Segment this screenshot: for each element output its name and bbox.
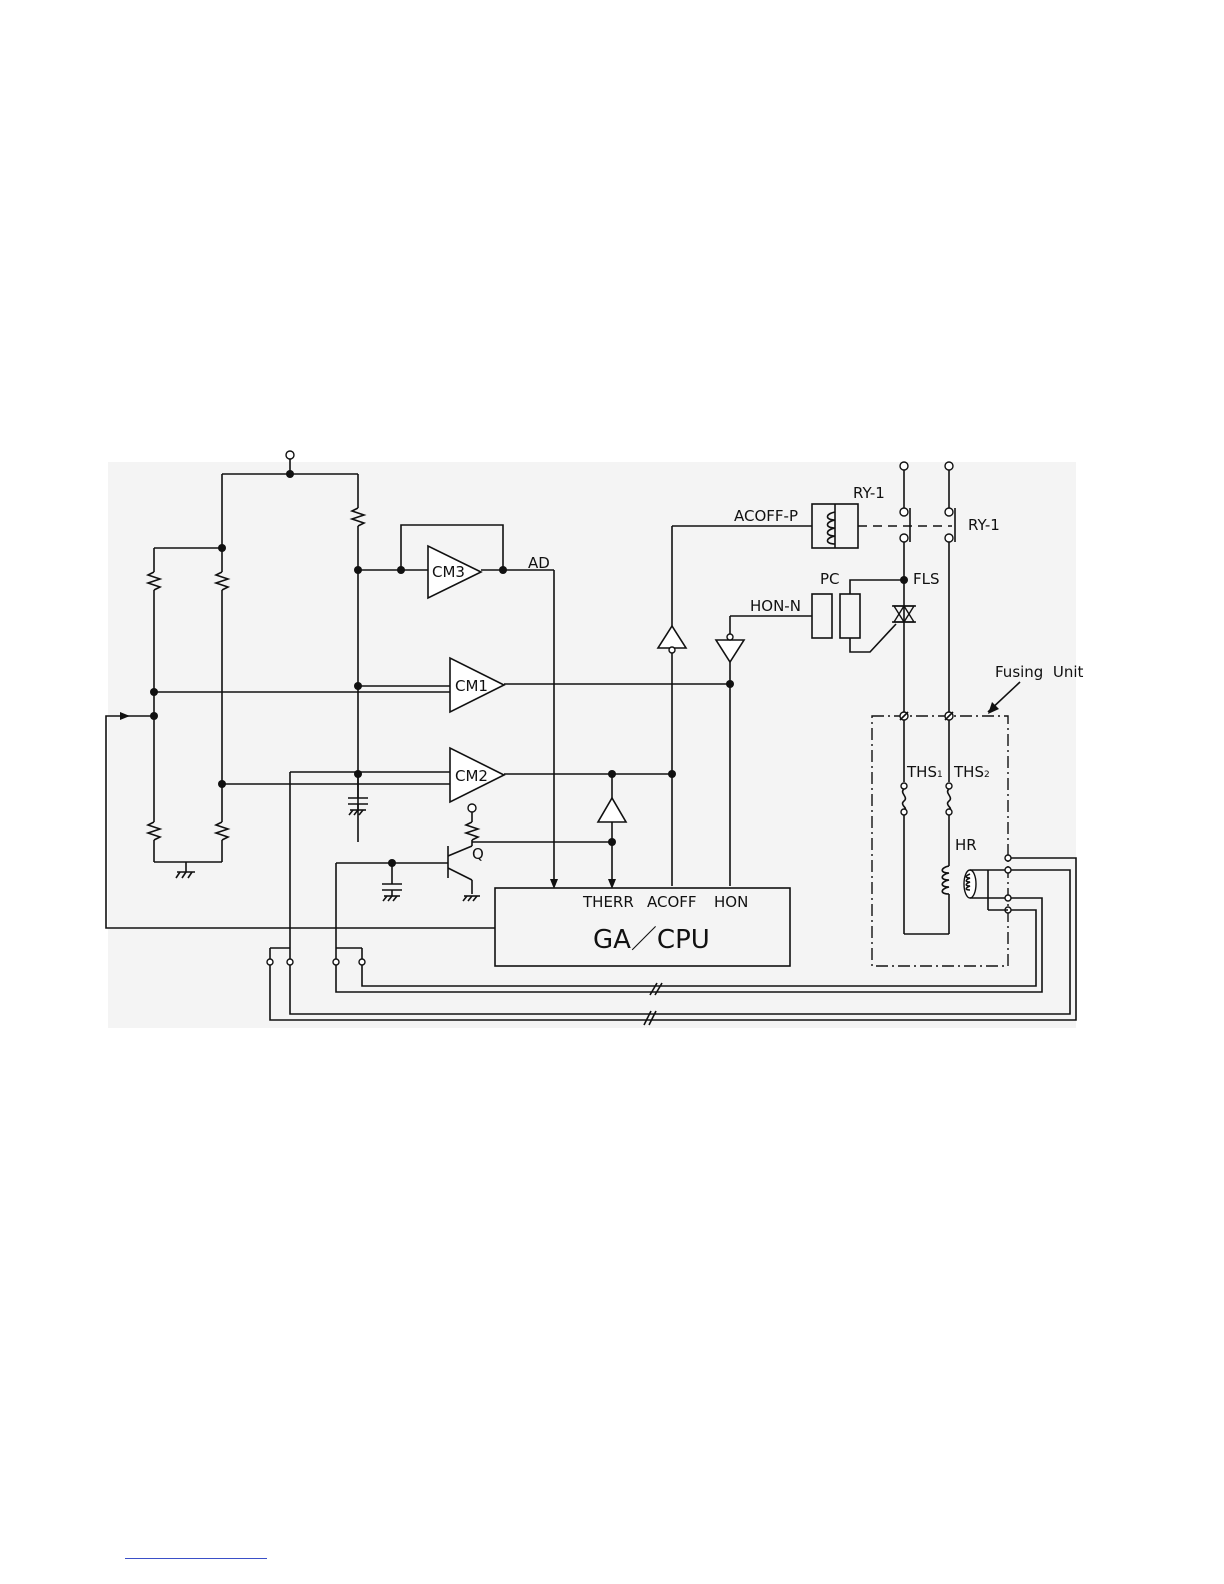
resistor-network (148, 451, 368, 878)
label-ths1: THS1 (906, 763, 943, 781)
label-q: Q (472, 845, 484, 863)
label-cm3: CM3 (432, 563, 465, 581)
supply-terminal (286, 451, 294, 459)
label-pc: PC (820, 570, 840, 588)
fusing-unit (872, 682, 1020, 966)
label-fls: FLS (913, 570, 940, 588)
label-fusing-unit: Fusing Unit (995, 663, 1084, 681)
resistor-symbol (216, 822, 228, 840)
label-hr: HR (955, 836, 977, 854)
resistor-symbol (352, 508, 364, 526)
footnote-rule (125, 1558, 267, 1559)
label-cm1: CM1 (455, 677, 488, 695)
label-ad: AD (528, 554, 550, 572)
cm1-comparator (154, 658, 734, 712)
cpu-pin-hon: HON (714, 893, 748, 911)
label-hon-n: HON-N (750, 597, 801, 615)
label-ry1-coil: RY-1 (853, 484, 885, 502)
cpu-pin-therr: THERR (582, 893, 634, 911)
feedback-wire (106, 716, 495, 928)
label-cm2: CM2 (455, 767, 488, 785)
therr-buffer (472, 774, 626, 889)
resistor-symbol (148, 822, 160, 840)
hon-inverter (716, 616, 812, 886)
label-ry1-contact: RY-1 (968, 516, 1000, 534)
acoff-inverter (658, 526, 812, 886)
cpu-block-title: GA／CPU (593, 925, 710, 955)
resistor-symbol (216, 572, 228, 590)
label-ths2: THS2 (953, 763, 990, 781)
resistor-symbol (148, 572, 160, 590)
label-acoff-p: ACOFF-P (734, 507, 798, 525)
cpu-pin-acoff: ACOFF (647, 893, 697, 911)
